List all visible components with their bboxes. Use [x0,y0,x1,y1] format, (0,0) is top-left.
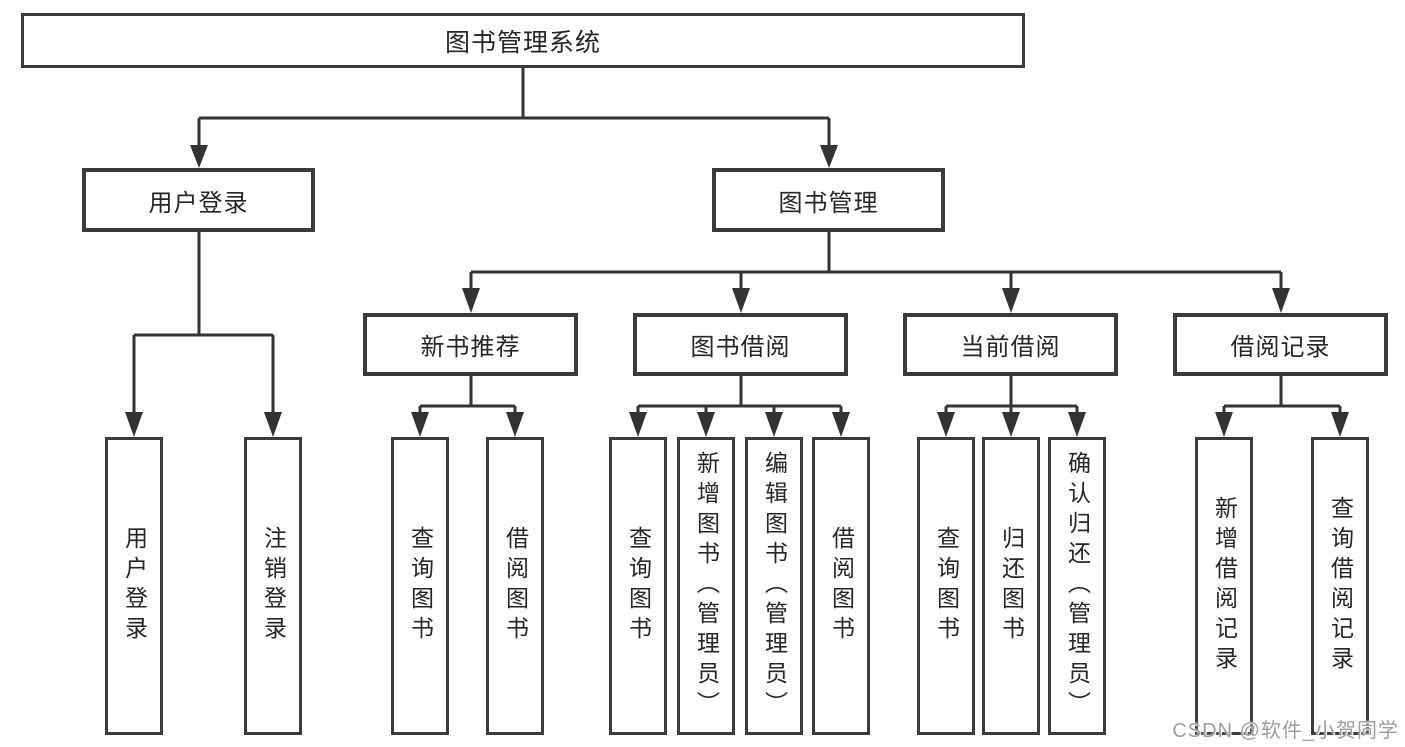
node-user-login: 用户登录 [82,168,315,232]
leaf-query-books-newbook-label: 查询图书 [407,526,434,646]
leaf-query-books-newbook: 查询图书 [391,437,449,735]
leaf-query-borrow-record: 查询借阅记录 [1311,437,1369,735]
leaf-add-borrow-record-label: 新增借阅记录 [1211,496,1238,676]
node-new-book-recommend: 新书推荐 [363,313,578,376]
connector-root-to-level2 [190,68,838,168]
connector-new-book-to-leaves [411,376,524,437]
connector-user-login-to-leaves [125,232,282,437]
connector-borrow-record-to-leaves [1215,376,1349,437]
node-current-borrow-label: 当前借阅 [960,334,1061,361]
node-new-book-recommend-label: 新书推荐 [420,334,521,361]
leaf-confirm-return-admin-label: 确认归还（管理员） [1064,451,1091,721]
node-root-label: 图书管理系统 [444,28,601,57]
node-borrow-records: 借阅记录 [1173,313,1388,376]
node-book-borrow: 图书借阅 [633,313,848,376]
leaf-query-books-borrow: 查询图书 [609,437,667,735]
leaf-edit-book-admin: 编辑图书（管理员） [745,437,803,735]
node-borrow-records-label: 借阅记录 [1230,334,1331,361]
leaf-query-books-current-label: 查询图书 [933,526,960,646]
csdn-watermark: CSDN @软件_小贺同学 [1172,720,1399,742]
leaf-edit-book-admin-label: 编辑图书（管理员） [761,451,788,721]
node-book-management-label: 图书管理 [778,189,879,217]
leaf-borrow-books-newbook: 借阅图书 [486,437,544,735]
leaf-borrow-books-borrow-label: 借阅图书 [828,526,855,646]
node-book-management: 图书管理 [712,168,945,232]
node-book-borrow-label: 图书借阅 [690,334,791,361]
leaf-borrow-books-newbook-label: 借阅图书 [502,526,529,646]
leaf-query-borrow-record-label: 查询借阅记录 [1327,496,1354,676]
leaf-query-books-borrow-label: 查询图书 [625,526,652,646]
leaf-add-borrow-record: 新增借阅记录 [1195,437,1253,735]
connector-book-management-to-level3 [462,232,1290,313]
leaf-return-book-label: 归还图书 [998,526,1025,646]
node-root-system: 图书管理系统 [21,13,1025,68]
leaf-query-books-current: 查询图书 [917,437,975,735]
node-current-borrow: 当前借阅 [903,313,1118,376]
leaf-confirm-return-admin: 确认归还（管理员） [1048,437,1106,735]
leaf-return-book: 归还图书 [982,437,1040,735]
node-user-login-label: 用户登录 [148,189,249,217]
leaf-user-login: 用户登录 [105,437,163,735]
leaf-add-book-admin-label: 新增图书（管理员） [693,451,720,721]
leaf-logout: 注销登录 [244,437,302,735]
leaf-add-book-admin: 新增图书（管理员） [677,437,735,735]
leaf-user-login-label: 用户登录 [121,526,148,646]
connector-book-borrow-to-leaves [629,376,850,437]
leaf-borrow-books-borrow: 借阅图书 [812,437,870,735]
connector-current-borrow-to-leaves [937,376,1086,437]
leaf-logout-label: 注销登录 [260,526,287,646]
